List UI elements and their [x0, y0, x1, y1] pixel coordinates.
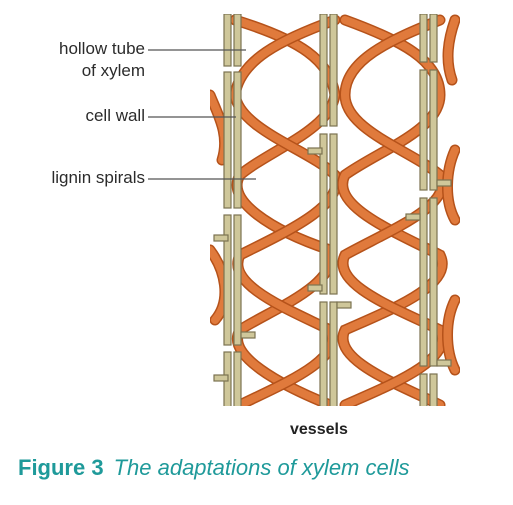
- cell-wall: [319, 133, 328, 295]
- cell-wall: [419, 14, 428, 63]
- label-hollow-tube-line2: of xylem: [81, 61, 145, 80]
- cell-wall: [223, 71, 232, 209]
- cell-walls: [213, 14, 452, 406]
- vessels-caption: vessels: [290, 421, 348, 438]
- figure-number: Figure 3: [18, 455, 104, 480]
- figure-title: The adaptations of xylem cells: [113, 455, 410, 480]
- cell-wall: [419, 69, 428, 191]
- cell-wall: [319, 14, 328, 127]
- label-hollow-tube-of-xylem: hollow tube of xylem: [59, 38, 145, 82]
- cell-wall: [419, 197, 428, 367]
- label-hollow-tube-line1: hollow tube: [58, 39, 145, 58]
- label-lignin-spirals: lignin spirals: [51, 168, 145, 187]
- leader-lines: [148, 49, 256, 180]
- figure-caption: Figure 3 The adaptations of xylem cells: [18, 455, 410, 481]
- cell-wall: [419, 373, 428, 406]
- cell-wall: [223, 214, 232, 346]
- label-cell-wall: cell wall: [85, 106, 145, 125]
- cell-wall: [223, 14, 232, 67]
- xylem-vessels-diagram: [148, 14, 460, 406]
- cell-wall: [319, 301, 328, 406]
